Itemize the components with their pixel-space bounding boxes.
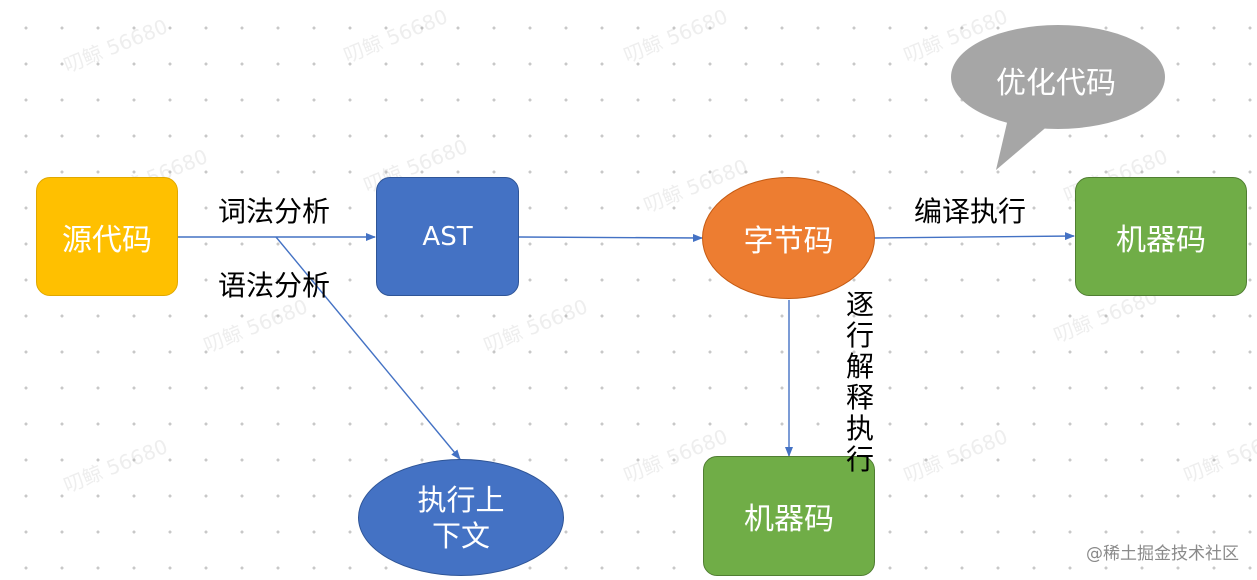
arrow-ast-to-bytecode <box>518 233 703 242</box>
syntax-analysis-label: 语法分析 <box>218 269 331 302</box>
machine-code-bottom-label: 机器码 <box>744 502 834 537</box>
machine-code-top-node: 机器码 <box>1075 177 1247 296</box>
optimize-label: 优化代码 <box>996 66 1116 101</box>
speech-bubble <box>951 25 1165 170</box>
ast-node: AST <box>376 177 519 296</box>
compile-exec-label: 编译执行 <box>914 195 1027 228</box>
exec-context-label: 执行上下文 <box>417 482 505 553</box>
exec-context-node: 执行上下文 <box>358 459 564 576</box>
arrow-source-to-context <box>275 236 461 460</box>
bytecode-node: 字节码 <box>702 177 875 299</box>
machine-code-bottom-node: 机器码 <box>703 456 875 576</box>
interpret-exec-label: 逐行解释执行 <box>845 288 874 476</box>
arrow-bytecode-to-machine <box>874 232 1075 241</box>
source-code-node: 源代码 <box>36 177 178 296</box>
lexical-analysis-label: 词法分析 <box>218 195 331 228</box>
bytecode-label: 字节码 <box>743 224 834 259</box>
ast-label: AST <box>422 221 473 252</box>
footer-credit: @稀土掘金技术社区 <box>1086 544 1239 564</box>
machine-code-top-label: 机器码 <box>1116 222 1206 258</box>
source-code-label: 源代码 <box>62 222 152 258</box>
